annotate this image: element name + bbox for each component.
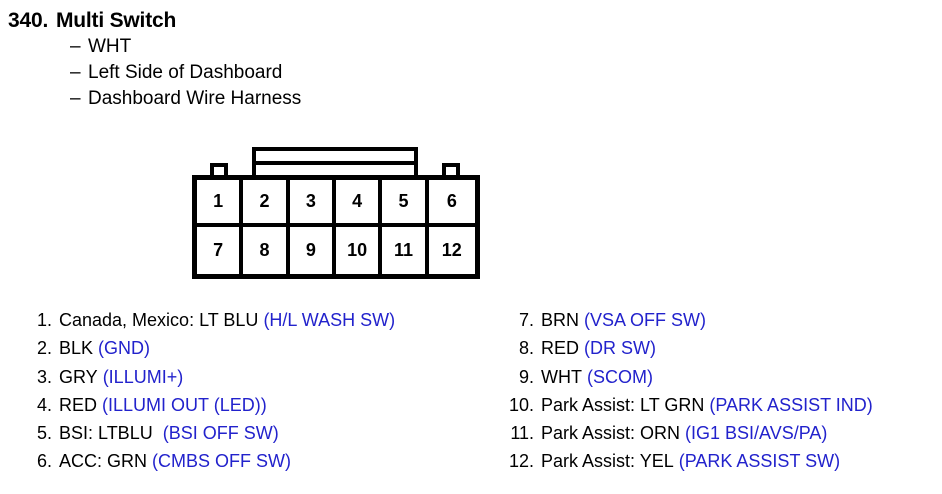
detail-text: Dashboard Wire Harness: [88, 88, 302, 109]
detail-line-wire-color: – WHT: [70, 34, 608, 60]
pin-circuit-name: (VSA OFF SW): [584, 310, 707, 330]
pin-circuit-name: (DR SW): [584, 338, 656, 359]
pin-circuit-name: (H/L WASH SW): [263, 310, 396, 330]
pin-number: 12.: [508, 451, 534, 472]
pin-cell-12: 12: [428, 227, 475, 274]
pin-cell-5: 5: [382, 180, 429, 227]
pin-number: 1.: [36, 310, 52, 330]
connector-diagram: 1 2 3 4 5 6 7 8 9 10 11 12: [192, 147, 480, 279]
pin-circuit-name: (IG1 BSI/AVS/PA): [685, 423, 828, 444]
connector-latch-divider: [256, 161, 414, 165]
pin-wire-description: Canada, Mexico: LT BLU: [59, 310, 259, 330]
pin-list-item-2: 2. BLK (GND): [18, 334, 488, 362]
pin-wire-description: BRN: [541, 310, 580, 330]
pin-number: 11.: [510, 423, 534, 444]
detail-text: Left Side of Dashboard: [88, 62, 283, 83]
component-title: Multi Switch: [56, 9, 177, 32]
pin-list-item-7: 7. BRN (VSA OFF SW): [500, 306, 940, 334]
pin-cell-1: 1: [197, 180, 244, 227]
pin-cell-3: 3: [289, 180, 336, 227]
pin-wire-description: Park Assist: LT GRN: [541, 394, 705, 415]
dash-bullet-icon: –: [70, 88, 81, 109]
page-title: 340. Multi Switch: [8, 8, 608, 34]
pin-cell-6: 6: [428, 180, 475, 227]
pin-wire-description: RED: [541, 338, 580, 359]
pin-circuit-name: (GND): [98, 338, 151, 359]
pin-circuit-name: (SCOM): [586, 366, 653, 387]
pin-circuit-name: (ILLUMI+): [102, 366, 184, 387]
dash-bullet-icon: –: [70, 62, 81, 83]
pin-list-item-6: 6. ACC: GRN (CMBS OFF SW): [18, 447, 488, 475]
pin-list-item-9: 9. WHT (SCOM): [500, 363, 940, 391]
pin-wire-description: RED: [59, 394, 98, 415]
pin-number: 7.: [518, 310, 534, 330]
pin-cell-7: 7: [197, 227, 244, 274]
pin-cell-4: 4: [335, 180, 383, 227]
pin-list-column-right: 7. BRN (VSA OFF SW) 8. RED (DR SW) 9. WH…: [500, 306, 940, 476]
pin-wire-description: ACC: GRN: [59, 451, 148, 472]
pin-number: 10.: [508, 394, 534, 415]
pin-number: 3.: [36, 366, 52, 387]
pin-wire-description: WHT: [541, 366, 582, 387]
pin-number: 6.: [36, 451, 52, 472]
pin-circuit-name: (CMBS OFF SW): [152, 451, 291, 472]
pin-list-item-4: 4. RED (ILLUMI OUT (LED)): [18, 391, 488, 419]
pin-list-item-12: 12. Park Assist: YEL (PARK ASSIST SW): [500, 447, 940, 475]
pin-wire-description: Park Assist: ORN: [541, 423, 681, 444]
pin-wire-description: BLK: [59, 338, 94, 359]
pin-cell-9: 9: [289, 227, 336, 274]
detail-text: WHT: [88, 36, 132, 57]
pin-number: 8.: [518, 338, 534, 359]
pin-list-item-5: 5. BSI: LTBLU (BSI OFF SW): [18, 419, 488, 447]
pin-circuit-name: (PARK ASSIST SW): [678, 451, 841, 472]
header-block: 340. Multi Switch – WHT – Left Side of D…: [8, 8, 608, 112]
pin-circuit-name: (PARK ASSIST IND): [709, 394, 873, 415]
pin-cell-10: 10: [335, 227, 383, 274]
pin-list-item-10: 10. Park Assist: LT GRN (PARK ASSIST IND…: [500, 391, 940, 419]
pin-cell-11: 11: [382, 227, 429, 274]
pin-wire-description: GRY: [59, 366, 98, 387]
detail-line-location: – Left Side of Dashboard: [70, 60, 608, 86]
pin-list-item-1: 1. Canada, Mexico: LT BLU (H/L WASH SW): [18, 306, 488, 334]
connector-pin-grid: 1 2 3 4 5 6 7 8 9 10 11 12: [197, 180, 475, 274]
pin-list-item-3: 3. GRY (ILLUMI+): [18, 363, 488, 391]
dash-bullet-icon: –: [70, 36, 81, 57]
reference-number: 340.: [8, 9, 49, 32]
pin-number: 9.: [518, 366, 534, 387]
pin-number: 5.: [36, 423, 52, 444]
pin-list-column-left: 1. Canada, Mexico: LT BLU (H/L WASH SW) …: [18, 306, 488, 476]
pin-cell-2: 2: [243, 180, 290, 227]
detail-line-harness: – Dashboard Wire Harness: [70, 86, 608, 112]
pin-number: 4.: [36, 394, 52, 415]
pin-wire-description: BSI: LTBLU: [59, 423, 153, 444]
pin-wire-description: Park Assist: YEL: [541, 451, 674, 472]
pin-list-item-8: 8. RED (DR SW): [500, 334, 940, 362]
pin-list-item-11: 11. Park Assist: ORN (IG1 BSI/AVS/PA): [500, 419, 940, 447]
pin-cell-8: 8: [243, 227, 290, 274]
pin-circuit-name: (BSI OFF SW): [162, 423, 279, 444]
pin-number: 2.: [36, 338, 52, 359]
pin-circuit-name: (ILLUMI OUT (LED)): [102, 394, 267, 415]
